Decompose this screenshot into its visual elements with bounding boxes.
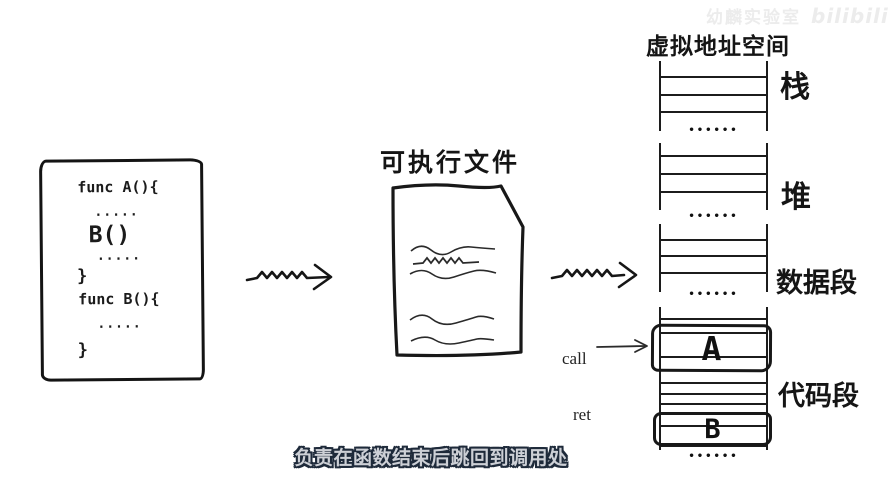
label-data-segment: 数据段 xyxy=(776,268,857,298)
code-block-a-label: A xyxy=(701,328,722,368)
memory-cell-divider xyxy=(661,445,766,447)
squiggly-arrow-load xyxy=(550,268,626,280)
ellipsis-dots: •••••• xyxy=(688,289,739,300)
virtual-address-space-title: 虚拟地址空间 xyxy=(646,34,790,59)
memory-cell-divider xyxy=(661,272,766,274)
document-icon xyxy=(391,183,525,358)
code-line-ellipsis: ····· xyxy=(97,319,142,336)
scribble-line xyxy=(409,314,495,326)
memory-segment-heap xyxy=(659,143,768,210)
memory-cell-divider xyxy=(661,191,766,193)
scribble-line xyxy=(409,269,497,280)
ret-annotation: ret xyxy=(573,405,591,424)
memory-cell-divider xyxy=(661,239,766,241)
executable-file-label: 可执行文件 xyxy=(380,150,521,177)
watermark: 幼麟实验室 bilibili xyxy=(706,3,888,28)
memory-cell-divider xyxy=(661,356,766,358)
squiggly-arrow-compile-head xyxy=(312,263,333,291)
code-line-brace: } xyxy=(76,266,88,287)
code-block-b: B xyxy=(653,412,772,446)
memory-cell-divider xyxy=(661,382,766,384)
label-heap: 堆 xyxy=(781,181,811,214)
code-block-a: A xyxy=(650,323,773,373)
code-line: func A(){ xyxy=(77,177,159,197)
memory-cell-divider xyxy=(661,318,766,320)
memory-cell-divider xyxy=(661,111,766,113)
scribble-line xyxy=(410,336,495,345)
label-code-segment: 代码段 xyxy=(778,381,859,411)
memory-cell-divider xyxy=(661,76,766,78)
code-line-ellipsis: ····· xyxy=(94,207,139,224)
memory-segment-code xyxy=(659,307,768,450)
memory-segment-stack xyxy=(659,61,768,131)
source-code-card: func A(){ ····· B() ····· } func B(){ ··… xyxy=(39,158,205,382)
memory-cell-divider xyxy=(661,173,766,175)
label-stack: 栈 xyxy=(780,71,810,104)
scribble-line xyxy=(410,245,496,256)
squiggly-arrow-load-head xyxy=(617,261,638,289)
call-arrow-head xyxy=(634,339,648,353)
ellipsis-dots: •••••• xyxy=(688,451,739,462)
watermark-channel-text: 幼麟实验室 xyxy=(706,8,801,27)
video-subtitle: 负责在函数结束后跳回到调用处 xyxy=(294,447,568,469)
memory-cell-divider xyxy=(661,425,766,427)
code-block-b-label: B xyxy=(704,413,721,445)
memory-segment-data xyxy=(659,224,768,292)
code-line-call-b: B() xyxy=(88,221,131,249)
code-line: func B(){ xyxy=(78,289,160,309)
scribble-zigzag-line xyxy=(412,256,480,265)
memory-cell-divider xyxy=(661,393,766,395)
ellipsis-dots: •••••• xyxy=(688,211,739,222)
memory-cell-divider xyxy=(661,94,766,96)
squiggly-arrow-compile xyxy=(245,270,331,282)
memory-cell-divider xyxy=(661,403,766,405)
call-annotation: call xyxy=(562,349,587,368)
code-line-ellipsis: ····· xyxy=(96,251,142,268)
memory-cell-divider xyxy=(661,332,766,334)
bilibili-logo: bilibili xyxy=(811,4,888,28)
ellipsis-dots: •••••• xyxy=(688,125,739,136)
memory-cell-divider xyxy=(661,255,766,257)
document-outline xyxy=(391,183,525,358)
call-arrow xyxy=(596,345,646,348)
memory-cell-divider xyxy=(661,155,766,157)
code-line-brace: } xyxy=(77,340,89,361)
